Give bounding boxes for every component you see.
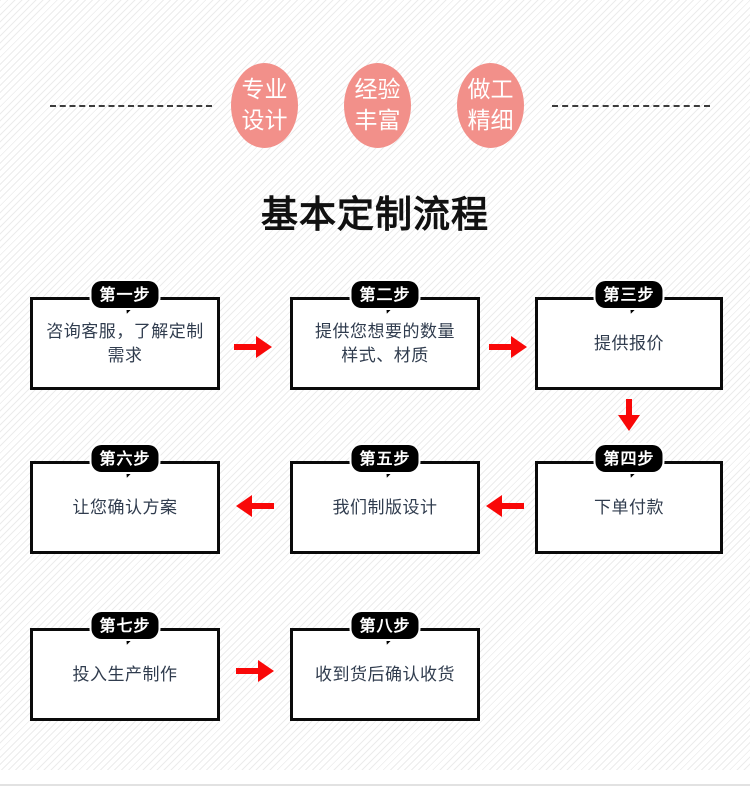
step-text: 我们制版设计 [332,497,438,518]
step-label-bubble: 第二步 [351,281,419,308]
step-label-bubble: 第四步 [595,445,663,472]
step-text: 让您确认方案 [72,497,178,518]
flow-step-6: 第六步 让您确认方案 [30,445,220,554]
flow-step-7: 第七步 投入生产制作 [30,612,220,721]
flow-step-2: 第二步 提供您想要的数量 样式、材质 [290,281,480,390]
flow-step-4: 第四步 下单付款 [535,445,723,554]
step-text: 咨询客服，了解定制 需求 [46,321,204,366]
step-text: 提供报价 [594,333,664,354]
step-label: 第一步 [99,285,151,304]
step-label-bubble: 第八步 [351,612,419,639]
step-label-bubble: 第一步 [91,281,159,308]
step-text: 下单付款 [594,497,664,518]
dashed-divider-right [552,105,710,107]
arrow-left-icon [486,495,524,517]
step-label: 第四步 [603,449,655,468]
step-label-bubble: 第三步 [595,281,663,308]
step-text: 投入生产制作 [72,664,178,685]
dashed-divider-left [50,105,212,107]
bottom-divider [0,784,750,786]
step-label: 第三步 [603,285,655,304]
quality-badge-fine-workmanship: 做工 精细 [457,63,524,148]
step-label-bubble: 第六步 [91,445,159,472]
flow-step-5: 第五步 我们制版设计 [290,445,480,554]
flow-step-8: 第八步 收到货后确认收货 [290,612,480,721]
quality-badge-professional-design: 专业 设计 [231,63,298,148]
arrow-right-icon [236,660,274,682]
step-label: 第六步 [99,449,151,468]
arrow-right-icon [234,336,272,358]
quality-badge-rich-experience: 经验 丰富 [344,63,411,148]
step-label: 第二步 [359,285,411,304]
step-text: 收到货后确认收货 [315,664,455,685]
arrow-left-icon [236,495,274,517]
step-label-bubble: 第七步 [91,612,159,639]
flow-step-3: 第三步 提供报价 [535,281,723,390]
step-label: 第五步 [359,449,411,468]
step-text: 提供您想要的数量 样式、材质 [315,321,455,366]
arrow-down-icon [618,399,640,431]
step-label-bubble: 第五步 [351,445,419,472]
page-title: 基本定制流程 [261,193,489,236]
flow-step-1: 第一步 咨询客服，了解定制 需求 [30,281,220,390]
arrow-right-icon [489,336,527,358]
step-label: 第七步 [99,616,151,635]
footer-band [0,770,750,788]
step-label: 第八步 [359,616,411,635]
